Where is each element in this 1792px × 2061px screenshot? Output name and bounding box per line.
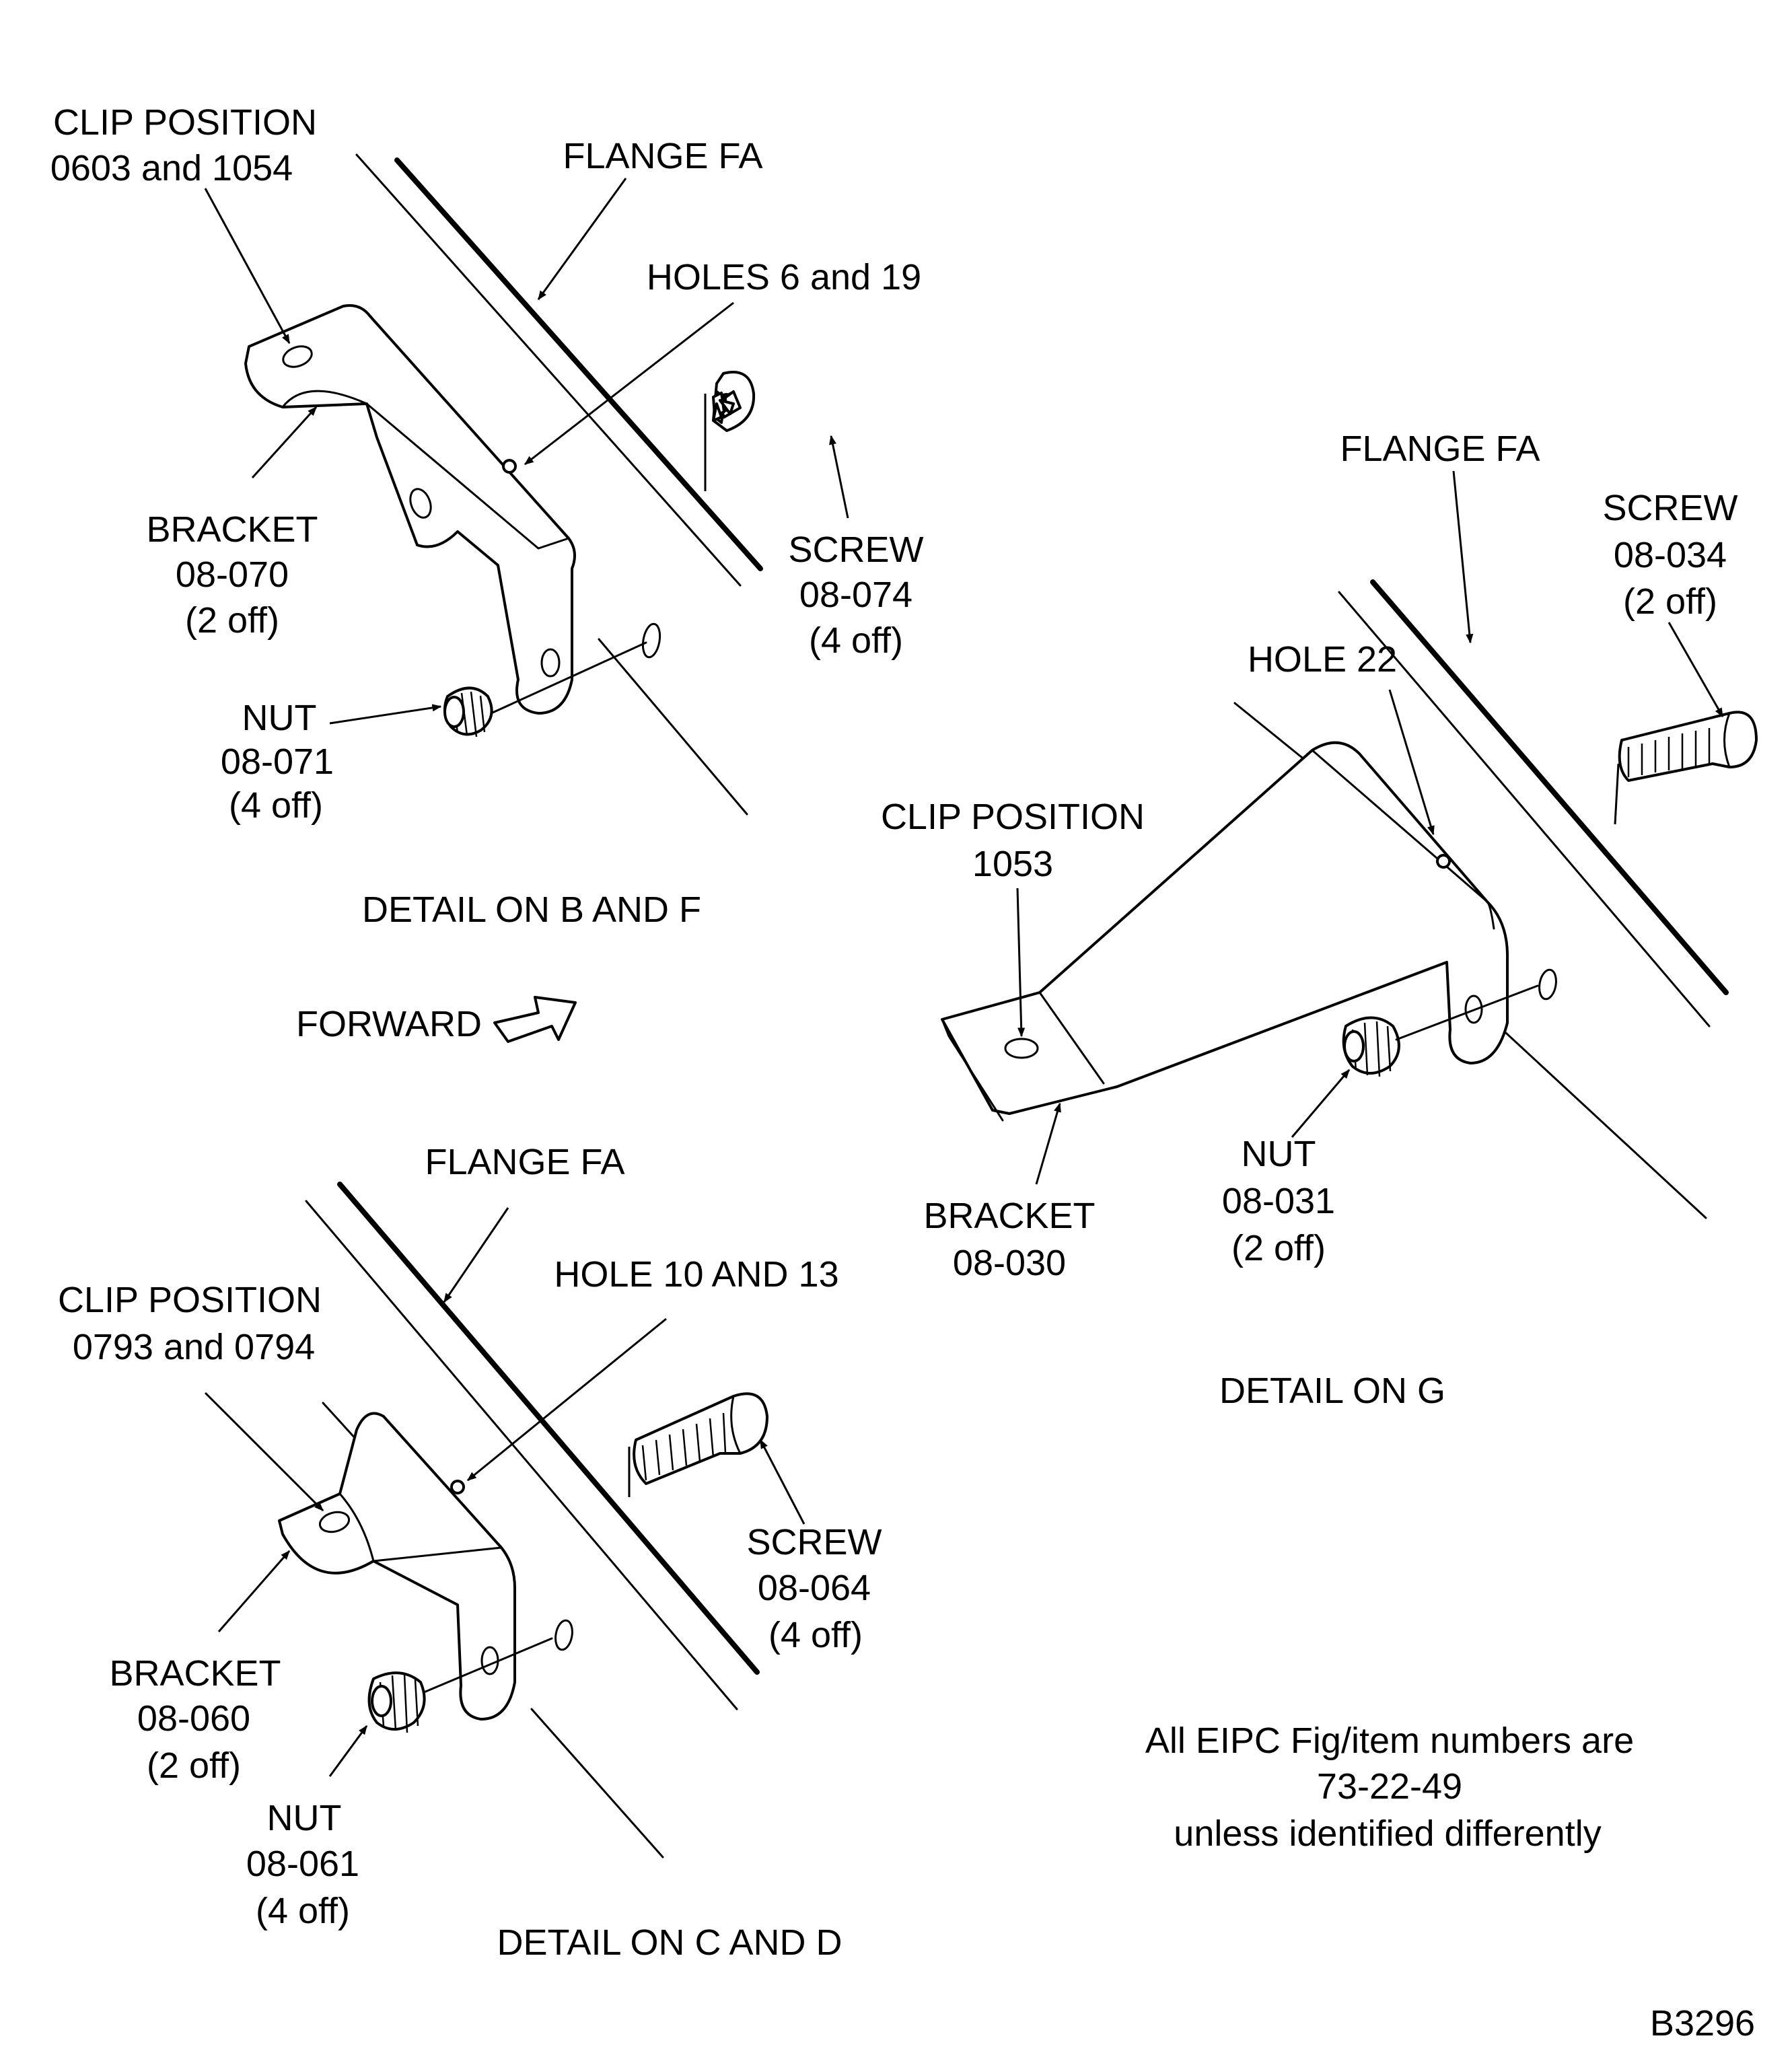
screw-part-number: 08-064 bbox=[758, 1568, 871, 1608]
note-line-1: All EIPC Fig/item numbers are bbox=[1145, 1721, 1634, 1761]
nut-part-number: 08-061 bbox=[246, 1844, 359, 1884]
nut-quantity: (4 off) bbox=[256, 1891, 350, 1931]
screw-08-064 bbox=[633, 1392, 768, 1485]
flange-fa-edge-thin bbox=[305, 1200, 738, 1710]
nut-label: NUT bbox=[267, 1798, 342, 1838]
hole-label: HOLE 22 bbox=[1248, 639, 1397, 680]
detail-c-d: FLANGE FA HOLE 10 AND 13 CLIP POSITION 0… bbox=[58, 1142, 882, 1963]
detail-caption: DETAIL ON G bbox=[1219, 1371, 1445, 1411]
forward-arrow-icon bbox=[493, 996, 577, 1043]
bracket-hole-foot bbox=[1464, 995, 1483, 1024]
flange-label: FLANGE FA bbox=[1340, 429, 1540, 469]
screw-label: SCREW bbox=[1603, 488, 1738, 528]
washer-ring bbox=[641, 622, 661, 659]
eipc-note: All EIPC Fig/item numbers are 73-22-49 u… bbox=[1145, 1721, 1634, 1854]
washer-ring bbox=[1538, 968, 1557, 1001]
bracket-08-060 bbox=[278, 1412, 516, 1721]
bracket-part-number: 08-060 bbox=[137, 1698, 250, 1739]
rivet-pin bbox=[502, 459, 517, 474]
bolt-axis bbox=[423, 1637, 553, 1694]
detail-caption: DETAIL ON C AND D bbox=[497, 1922, 842, 1963]
detail-b-f: CLIP POSITION 0603 and 1054 FLANGE FA HO… bbox=[50, 102, 924, 930]
screw-08-034 bbox=[1618, 711, 1758, 782]
bracket-part-number: 08-070 bbox=[176, 554, 289, 595]
nut-08-061 bbox=[367, 1671, 426, 1733]
rivet-pin bbox=[1436, 854, 1451, 869]
clip-position-value: 0793 and 0794 bbox=[73, 1327, 315, 1367]
note-line-3: unless identified differently bbox=[1174, 1813, 1601, 1854]
bracket-08-070 bbox=[244, 304, 576, 715]
bracket-hole-foot bbox=[540, 648, 561, 678]
clip-position-label: CLIP POSITION bbox=[53, 102, 317, 143]
bracket-label: BRACKET bbox=[146, 509, 318, 550]
flange-fa-edge-thick bbox=[1370, 579, 1729, 995]
web-edge-line-lower bbox=[1479, 1008, 1707, 1219]
clip-position-label: CLIP POSITION bbox=[881, 797, 1145, 837]
holes-label: HOLES 6 and 19 bbox=[647, 257, 921, 297]
flange-fa-edge-thin bbox=[1338, 591, 1711, 1027]
drawing-number: B3296 bbox=[1650, 2003, 1755, 2044]
bracket-label: BRACKET bbox=[923, 1196, 1095, 1236]
screw-part-number: 08-074 bbox=[799, 575, 912, 615]
screw-08-074 bbox=[712, 371, 756, 432]
web-edge-line bbox=[1233, 702, 1307, 762]
web-edge-line bbox=[322, 1402, 358, 1441]
screw-quantity: (4 off) bbox=[768, 1615, 863, 1655]
flange-fa-edge-thin bbox=[355, 153, 742, 587]
clip-position-value: 0603 and 1054 bbox=[50, 148, 293, 188]
bracket-quantity: (2 off) bbox=[147, 1745, 241, 1786]
bolt-axis bbox=[1395, 984, 1539, 1041]
web-edge-line bbox=[598, 638, 748, 816]
bracket-hole-web bbox=[409, 488, 432, 519]
clip-position-label: CLIP POSITION bbox=[58, 1280, 322, 1320]
detail-g: FLANGE FA SCREW 08-034 (2 off) HOLE 22 C… bbox=[881, 429, 1758, 1411]
screw-quantity: (4 off) bbox=[809, 620, 903, 661]
nut-quantity: (2 off) bbox=[1231, 1228, 1326, 1268]
forward-indicator: FORWARD bbox=[296, 996, 577, 1044]
nut-quantity: (4 off) bbox=[229, 785, 323, 826]
flange-label: FLANGE FA bbox=[425, 1142, 624, 1182]
bracket-08-030 bbox=[941, 741, 1509, 1122]
flange-label: FLANGE FA bbox=[563, 136, 762, 176]
hole-label: HOLE 10 AND 13 bbox=[554, 1254, 838, 1295]
washer-ring bbox=[554, 1619, 573, 1651]
screw-label: SCREW bbox=[747, 1522, 882, 1562]
nut-label: NUT bbox=[1242, 1134, 1316, 1174]
web-edge-line-lower bbox=[530, 1708, 664, 1858]
rivet-pin bbox=[450, 1480, 465, 1494]
nut-part-number: 08-071 bbox=[221, 742, 334, 782]
bracket-label: BRACKET bbox=[109, 1653, 281, 1694]
nut-08-071 bbox=[443, 686, 493, 737]
nut-08-031 bbox=[1342, 1016, 1400, 1077]
bolt-axis bbox=[490, 641, 647, 715]
flange-fa-edge-thick bbox=[337, 1182, 760, 1675]
clip-position-value: 1053 bbox=[972, 844, 1053, 884]
note-line-2: 73-22-49 bbox=[1317, 1766, 1462, 1807]
bracket-quantity: (2 off) bbox=[185, 600, 279, 641]
nut-part-number: 08-031 bbox=[1222, 1181, 1335, 1221]
screw-part-number: 08-034 bbox=[1614, 535, 1727, 575]
bracket-part-number: 08-030 bbox=[953, 1243, 1066, 1283]
flange-fa-edge-thick bbox=[394, 157, 763, 571]
bracket-hole-clip bbox=[282, 345, 313, 368]
forward-label: FORWARD bbox=[296, 1004, 482, 1044]
bracket-hole-clip bbox=[318, 1511, 351, 1533]
screw-quantity: (2 off) bbox=[1623, 581, 1717, 622]
detail-caption: DETAIL ON B AND F bbox=[362, 890, 701, 930]
screw-label: SCREW bbox=[789, 530, 924, 570]
nut-label: NUT bbox=[242, 698, 317, 738]
bracket-hole-clip bbox=[1004, 1038, 1039, 1059]
